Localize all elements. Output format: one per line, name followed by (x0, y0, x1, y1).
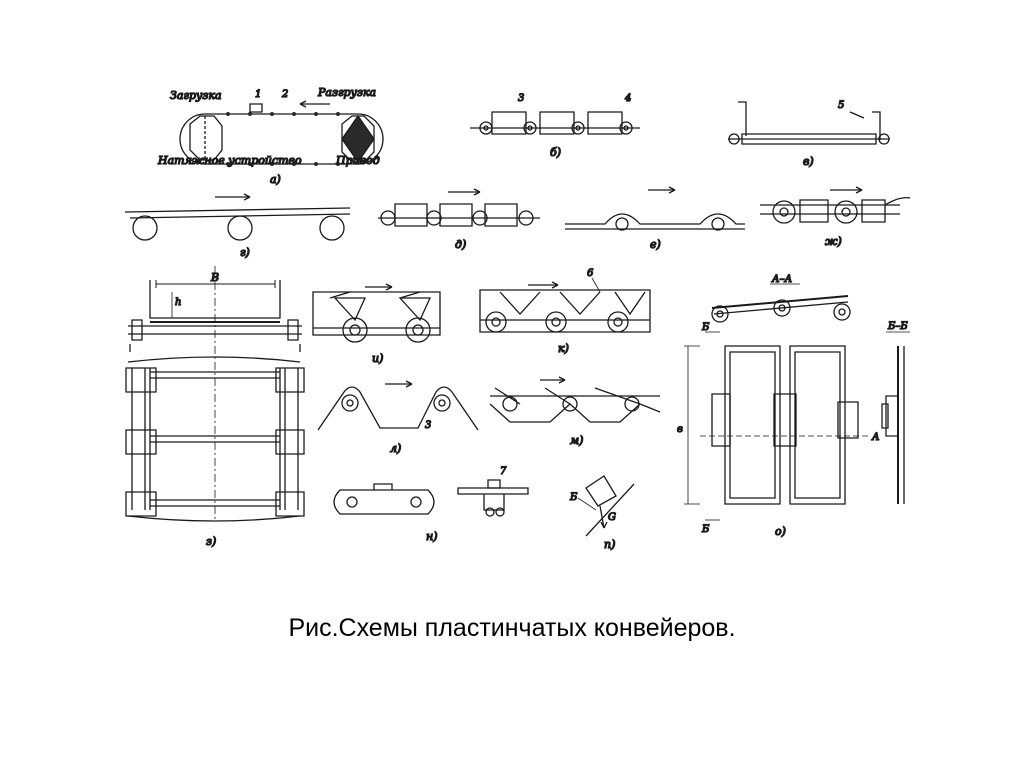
scheme-7 (458, 480, 528, 516)
label-z: з) (206, 535, 216, 548)
label-a: а) (270, 173, 281, 186)
scheme-o (684, 332, 870, 520)
scheme-d (378, 189, 540, 226)
label-zh: ж) (825, 235, 842, 248)
section-AA (712, 284, 850, 322)
scheme-i (313, 284, 440, 342)
label-dim-h: h (175, 297, 181, 308)
label-4: 4 (624, 93, 631, 104)
label-1: 1 (255, 89, 261, 100)
label-m: м) (570, 434, 583, 447)
label-k: к) (558, 342, 569, 355)
scheme-l (318, 381, 478, 430)
label-mark-B-p: Б (569, 492, 578, 503)
scheme-z (126, 266, 304, 521)
label-i: и) (372, 352, 383, 365)
scheme-m (490, 377, 660, 422)
section-BB (882, 332, 910, 504)
label-3-l: 3 (425, 420, 431, 431)
label-2: 2 (281, 89, 288, 100)
label-l: л) (390, 442, 401, 455)
scheme-a (180, 101, 383, 166)
scheme-zh (760, 187, 910, 223)
scheme-g (125, 194, 350, 240)
label-d: д) (455, 238, 466, 251)
scheme-e (565, 187, 745, 230)
label-o: о) (775, 525, 786, 538)
label-5: 5 (838, 100, 844, 111)
scheme-k (480, 278, 650, 332)
scheme-v (728, 102, 890, 144)
label-zagruzka: Загрузка (170, 89, 222, 102)
label-3-b: 3 (518, 93, 524, 104)
label-n: н) (426, 530, 438, 543)
label-natyazhnoe: Натяжное устройство (157, 154, 302, 167)
scheme-p (578, 476, 634, 536)
conveyor-schemes-figure: Загрузка Разгрузка 1 2 Натяжное устройст… (0, 85, 1024, 552)
label-e: е) (650, 238, 661, 251)
figure-caption: Рис.Схемы пластинчатых конвейеров. (288, 614, 736, 642)
label-razgruzka: Разгрузка (317, 86, 376, 99)
label-mark-B-top: Б (701, 322, 710, 333)
label-v: в) (803, 155, 814, 168)
label-section-AA: А–А (771, 274, 792, 285)
label-mark-G: G (608, 512, 616, 523)
label-p: п) (604, 538, 615, 551)
scheme-b (470, 112, 640, 134)
label-7: 7 (500, 466, 507, 477)
label-dim-B: В (210, 271, 219, 284)
label-mark-A: А (871, 432, 880, 443)
label-dim-b: в (677, 424, 683, 435)
label-b: б) (550, 146, 561, 159)
label-g: г) (240, 246, 250, 259)
label-6: 6 (587, 268, 594, 279)
label-mark-B-bottom: Б (701, 524, 710, 535)
label-privod: Привод (335, 154, 380, 167)
scheme-n (334, 484, 434, 514)
label-section-BB: Б–Б (887, 321, 908, 332)
